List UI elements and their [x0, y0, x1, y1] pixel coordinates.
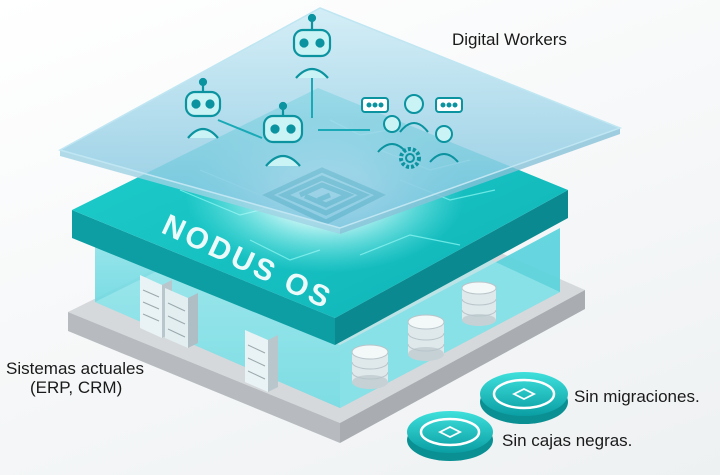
robot-icon	[184, 77, 222, 139]
systems-label-line1: Sistemas actuales	[6, 359, 144, 378]
systems-label-line2: (ERP, CRM)	[30, 378, 123, 397]
badge-icon	[407, 411, 493, 461]
people-chat-icon	[361, 94, 463, 163]
digital-workers-layer	[58, 7, 623, 234]
gear-icon	[399, 147, 421, 169]
database-icon	[407, 314, 445, 361]
database-icon	[461, 281, 497, 326]
digital-workers-label: Digital Workers	[452, 30, 567, 49]
no-black-boxes-label: Sin cajas negras.	[502, 431, 633, 450]
database-icon	[351, 344, 389, 389]
robot-icon	[292, 13, 332, 79]
robot-icon	[262, 101, 304, 167]
server-rack-icon	[140, 275, 198, 348]
badge-icon	[480, 372, 568, 424]
server-rack-icon	[245, 330, 278, 392]
no-migrations-label: Sin migraciones.	[574, 387, 700, 406]
